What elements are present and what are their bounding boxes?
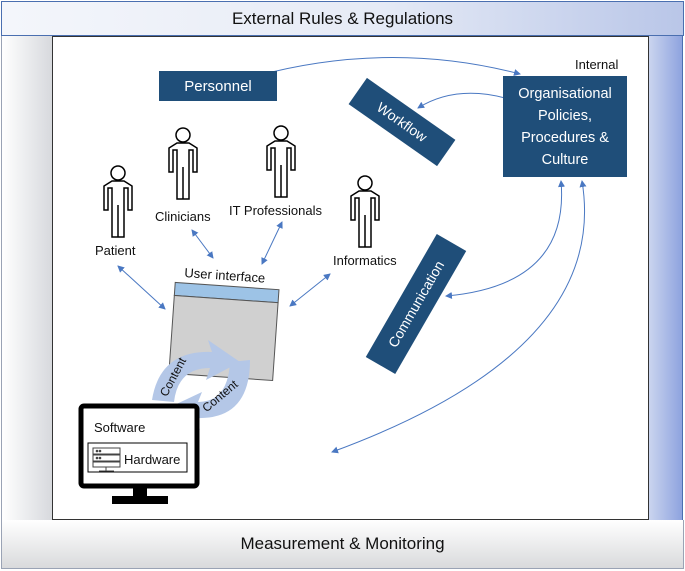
it-professionals-label: IT Professionals [229, 203, 322, 218]
arrow-clinicians-ui [191, 229, 214, 259]
external-rules-band: External Rules & Regulations [1, 1, 684, 36]
internal-label: Internal [575, 57, 619, 72]
patient-label: Patient [95, 243, 136, 258]
person-icon [168, 127, 198, 200]
clinicians-label: Clinicians [155, 209, 211, 224]
personnel-box: Personnel [159, 71, 277, 101]
organisational-policies-box: Organisational Policies, Procedures & Cu… [503, 76, 627, 177]
person-icon [103, 165, 133, 238]
organisational-line-2: Policies, [538, 107, 592, 124]
person-icon [266, 125, 296, 198]
organisational-line-1: Organisational [518, 85, 612, 102]
arrow-org-hardware [331, 180, 587, 454]
measurement-monitoring-label: Measurement & Monitoring [240, 534, 445, 553]
arrow-personnel-org [255, 57, 521, 78]
personnel-label: Personnel [184, 77, 252, 95]
connector-arrows [117, 57, 587, 454]
hardware-label: Hardware [124, 452, 181, 467]
person-icon [350, 175, 380, 248]
left-frame-band [1, 36, 52, 520]
server-icon [92, 447, 121, 472]
arrow-informatics-ui [289, 273, 331, 307]
external-rules-label: External Rules & Regulations [231, 8, 454, 28]
arrow-workflow-org [417, 92, 506, 109]
measurement-monitoring-band: Measurement & Monitoring [1, 520, 684, 569]
organisational-line-3: Procedures & [521, 129, 609, 146]
informatics-label: Informatics [333, 253, 397, 268]
organisational-line-4: Culture [541, 151, 589, 168]
right-frame-band [648, 36, 683, 520]
arrow-itpro-ui [261, 221, 283, 265]
arrow-patient-ui [117, 265, 166, 310]
arrow-org-communication [445, 180, 566, 299]
monitor-icon [78, 403, 200, 504]
software-label: Software [94, 420, 146, 435]
